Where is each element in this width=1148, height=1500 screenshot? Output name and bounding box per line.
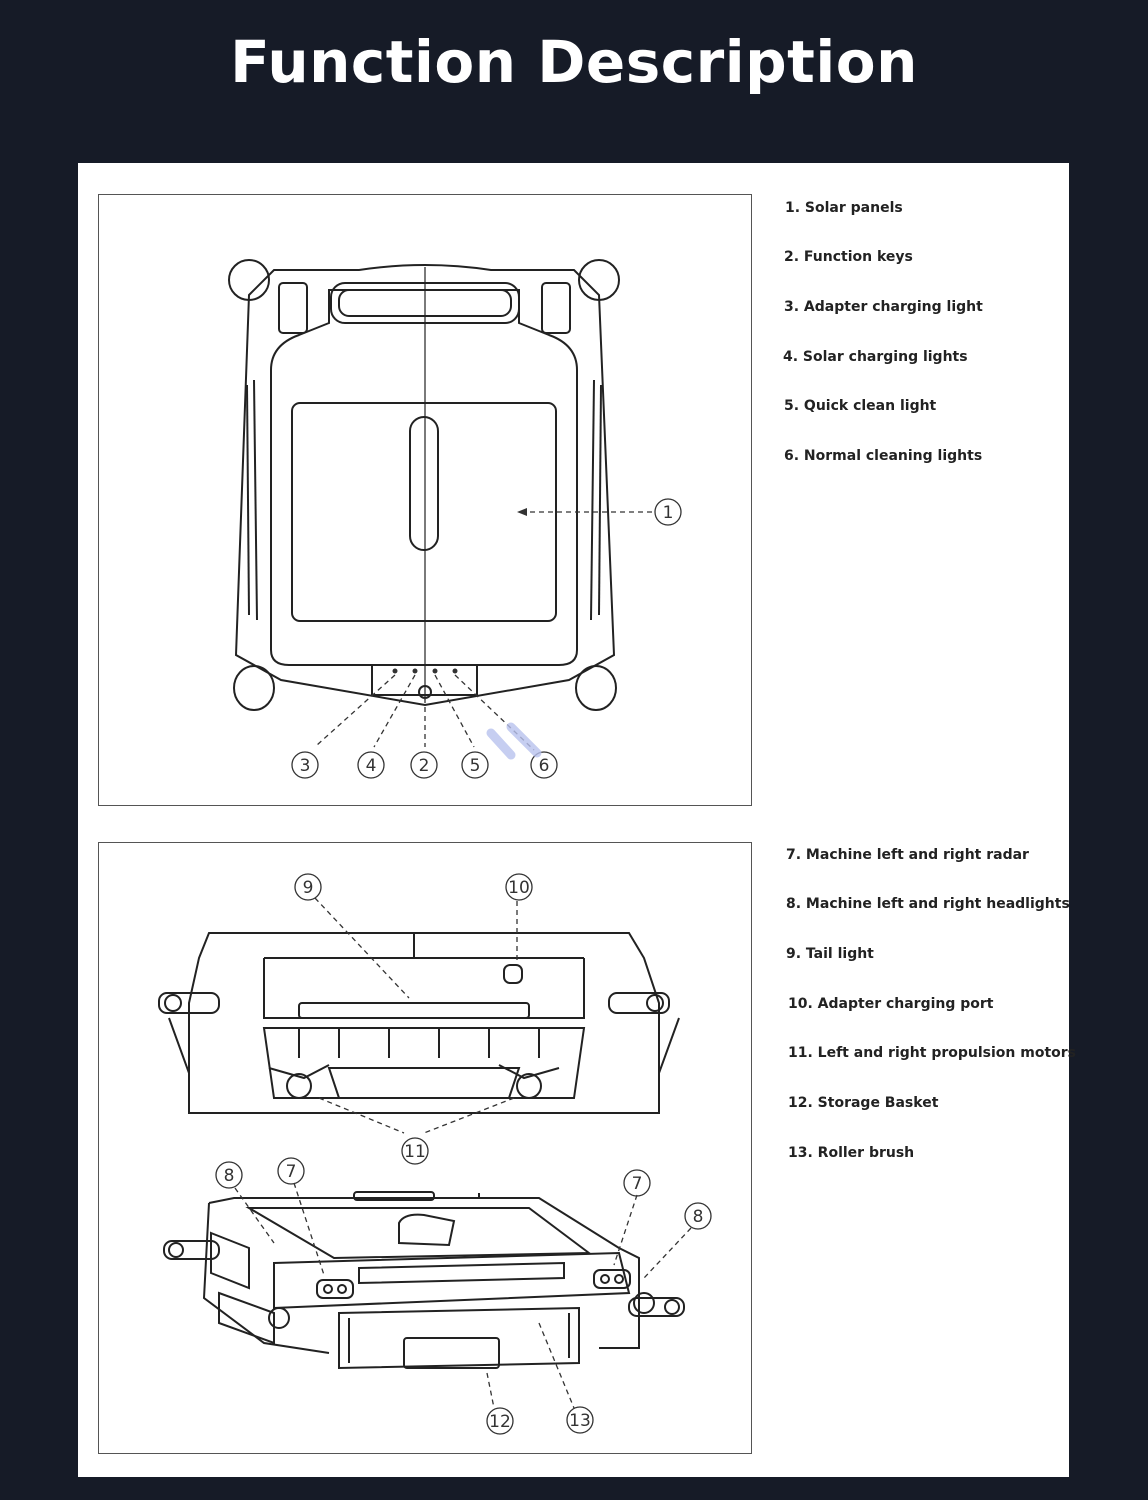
callout-11: 11 bbox=[404, 1142, 426, 1162]
legend-item-10: 10. Adapter charging port bbox=[788, 996, 994, 1012]
callout-1: 1 bbox=[663, 503, 674, 523]
callout-13: 13 bbox=[569, 1411, 591, 1431]
callout-8-left: 8 bbox=[224, 1166, 235, 1186]
legend-item-13: 13. Roller brush bbox=[788, 1145, 915, 1161]
legend-item-8: 8. Machine left and right headlights bbox=[786, 896, 1070, 912]
legend-item-2: 2. Function keys bbox=[784, 249, 913, 265]
callout-7-left: 7 bbox=[286, 1162, 297, 1182]
legend-item-11: 11. Left and right propulsion motors bbox=[788, 1045, 1076, 1061]
side-views-drawing: 9 10 11 8 7 7 8 12 13 bbox=[158, 873, 712, 1435]
callout-5: 5 bbox=[470, 756, 481, 776]
callout-12: 12 bbox=[489, 1412, 511, 1432]
callout-9: 9 bbox=[303, 878, 314, 898]
legend-item-9: 9. Tail light bbox=[786, 946, 874, 962]
legend-item-12: 12. Storage Basket bbox=[788, 1095, 939, 1111]
legend-item-1: 1. Solar panels bbox=[785, 200, 903, 216]
legend-item-3: 3. Adapter charging light bbox=[784, 299, 983, 315]
legend-item-7: 7. Machine left and right radar bbox=[786, 847, 1029, 863]
legend-item-5: 5. Quick clean light bbox=[784, 398, 937, 414]
callout-8-right: 8 bbox=[693, 1207, 704, 1227]
side-views-frame: 9 10 11 8 7 7 8 12 13 bbox=[98, 842, 752, 1454]
callout-3: 3 bbox=[300, 756, 311, 776]
top-view-drawing: 1 3 4 2 5 6 bbox=[228, 259, 682, 779]
callout-7-right: 7 bbox=[632, 1174, 643, 1194]
legend-item-4: 4. Solar charging lights bbox=[783, 349, 968, 365]
page-title: Function Description bbox=[230, 28, 918, 96]
callout-6: 6 bbox=[539, 756, 550, 776]
diagram-sheet: 1 3 4 2 5 6 bbox=[78, 163, 1076, 1477]
callout-4: 4 bbox=[366, 756, 377, 776]
callout-10: 10 bbox=[508, 878, 530, 898]
top-view-frame: 1 3 4 2 5 6 bbox=[98, 194, 752, 806]
callout-2: 2 bbox=[419, 756, 430, 776]
legend-item-6: 6. Normal cleaning lights bbox=[784, 448, 983, 464]
